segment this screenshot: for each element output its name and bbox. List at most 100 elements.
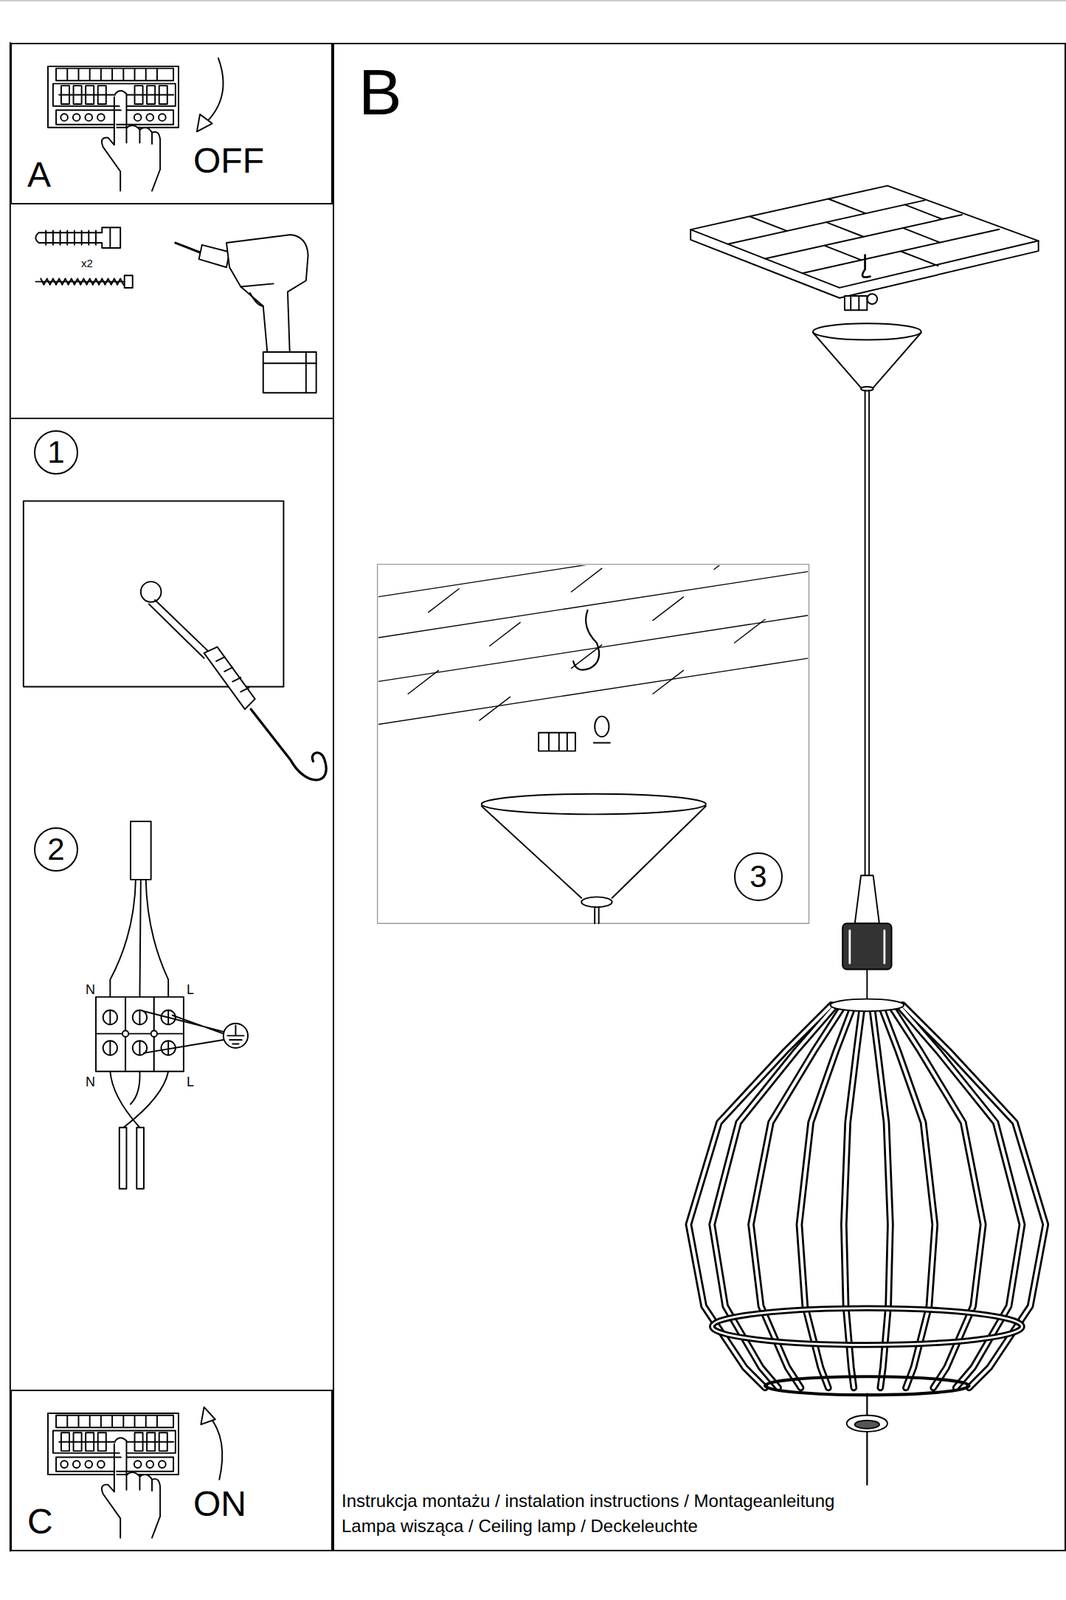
inset-detail-part — [378, 565, 808, 725]
pendant-lamp-part — [711, 1307, 1022, 1345]
page-frame-part — [9, 42, 12, 1551]
assembly-panel: B3 — [332, 42, 1066, 1551]
inset-detail-part-part — [378, 565, 808, 725]
inset-detail-part — [538, 732, 576, 751]
step1-hook-mounting — [23, 500, 327, 780]
inset-detail-part — [377, 564, 810, 924]
caption-line: Instrukcja montażu / instalation instruc… — [341, 1491, 835, 1510]
inset-detail-part — [573, 610, 600, 670]
step2-wiring-terminal-part — [122, 1029, 129, 1036]
inset-detail-part — [594, 906, 600, 923]
step2-wiring-terminal-part — [130, 821, 152, 880]
pendant-lamp-part — [855, 1420, 880, 1429]
ceiling-plate-part — [862, 255, 870, 278]
ceiling-plate-part — [690, 185, 1039, 288]
pendant-lamp-part — [688, 1004, 1046, 1387]
inset-detail-part — [581, 896, 612, 907]
callout-number: 1 — [47, 436, 65, 468]
step2-wiring-terminal-part — [95, 1032, 184, 1035]
callout-number: 3 — [749, 860, 767, 892]
inset-detail-part — [593, 742, 611, 744]
step1-hook-mounting-part — [216, 656, 249, 692]
breaker-off-icon-part — [47, 66, 179, 192]
step1-hook-mounting-part — [23, 500, 285, 687]
pendant-lamp-part — [812, 332, 922, 389]
pendant-lamp-part — [860, 386, 874, 391]
step1-hook-mounting-part — [204, 646, 256, 709]
step2-wiring-terminal — [95, 821, 248, 1189]
step-panel: A OFF — [10, 42, 333, 205]
tools-icon-part — [226, 234, 309, 352]
step2-wiring-terminal-part — [139, 879, 141, 997]
inset-detail-part — [481, 805, 706, 898]
step2-wiring-terminal-part — [151, 1029, 158, 1036]
step-letter: B — [358, 59, 403, 125]
page-frame-part — [10, 417, 333, 420]
pendant-lamp-part — [765, 1375, 970, 1395]
terminal-label: L — [186, 982, 195, 996]
terminal-label: L — [186, 1074, 195, 1089]
step2-wiring-terminal-part — [109, 1010, 169, 1054]
pendant-lamp-part — [846, 1414, 888, 1432]
page-frame — [0, 0, 1066, 1551]
pendant-lamp-part — [688, 1004, 1046, 1387]
quantity-label: x2 — [81, 257, 93, 269]
tools-icon — [35, 227, 316, 393]
pendant-lamp-part — [812, 323, 922, 340]
pendant-lamp-part — [866, 1393, 868, 1485]
step2-wiring-terminal-part — [143, 1010, 224, 1053]
switch-state: OFF — [193, 143, 265, 179]
pendant-lamp-part — [865, 390, 870, 876]
step2-wiring-terminal-part — [146, 879, 169, 997]
breaker-off-icon-part — [205, 58, 224, 124]
pendant-lamp-part — [866, 293, 878, 304]
step1-hook-mounting-part — [250, 708, 327, 780]
caption-line: Lampa wisząca / Ceiling lamp / Deckeleuc… — [341, 1516, 698, 1535]
step2-wiring-terminal-part — [109, 879, 136, 997]
step-number: 3 — [734, 852, 783, 901]
terminal-label: N — [85, 982, 96, 996]
tools-icon-part — [124, 275, 133, 288]
pendant-lamp-part — [711, 1307, 1022, 1345]
step2-wiring-terminal-part — [223, 1023, 248, 1048]
breaker-on-icon-part — [200, 1406, 215, 1425]
inset-detail-part — [594, 716, 609, 737]
tools-icon-part — [263, 351, 317, 393]
step-letter: A — [27, 157, 51, 193]
inset-detail-part-part — [407, 565, 766, 721]
breaker-off-icon-part — [196, 114, 213, 133]
step2-wiring-terminal-part — [109, 1071, 140, 1128]
pendant-lamp-part — [842, 922, 892, 969]
ceiling-plate — [690, 185, 1039, 299]
step-letter: C — [27, 1503, 54, 1539]
breaker-on-icon-part — [208, 1415, 223, 1480]
step2-wiring-terminal-part — [227, 1025, 244, 1044]
inset-detail — [377, 530, 810, 923]
inset-detail-part — [481, 793, 706, 815]
page-frame-part — [0, 0, 1066, 1]
step-panel: C ON — [10, 1389, 333, 1551]
step2-wiring-terminal-part — [123, 1071, 169, 1128]
tools-icon-part — [240, 283, 273, 306]
pendant-lamp-part — [849, 930, 885, 963]
terminal-label: N — [85, 1074, 96, 1089]
ceiling-plate-part — [749, 198, 943, 266]
pendant-lamp-part — [855, 874, 880, 923]
step-number: 2 — [33, 826, 79, 872]
step2-wiring-terminal-part — [119, 1127, 127, 1189]
step-number: 1 — [33, 430, 79, 475]
step1-hook-mounting-part — [149, 599, 211, 659]
breaker-on-icon-part — [47, 1412, 179, 1538]
pendant-lamp-part — [844, 295, 867, 310]
step2-wiring-terminal-part — [136, 1127, 144, 1189]
pendant-lamp-part — [830, 998, 905, 1012]
callout-number: 2 — [47, 833, 65, 865]
tools-icon-part — [35, 278, 124, 285]
pendant-lamp — [688, 293, 1046, 1485]
tools-icon-part — [263, 351, 317, 393]
step1-hook-mounting-part — [140, 581, 162, 602]
switch-state: ON — [193, 1485, 247, 1522]
tools-icon-part — [35, 227, 121, 248]
